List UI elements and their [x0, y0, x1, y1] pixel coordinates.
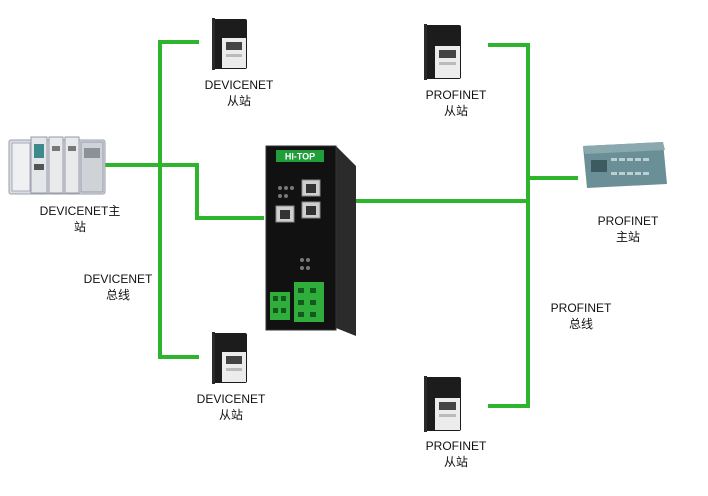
devicenet-bus-label-line1: DEVICENET [83, 272, 153, 286]
devicenet-slave-top-label-line1: DEVICENET [204, 78, 274, 92]
profinet-slave-bottom-label-line2: 从站 [443, 455, 468, 469]
profinet-slave-top-label: PROFINET 从站 [401, 87, 511, 119]
profinet-master-label-line1: PROFINET [597, 214, 659, 228]
profinet-master-label: PROFINET 主站 [573, 213, 683, 245]
profinet-slave-top-image [424, 24, 461, 80]
devicenet-bus-label-line2: 总线 [105, 288, 130, 302]
devicenet-slave-top-label-line2: 从站 [226, 94, 251, 108]
profinet-slave-top-label-line2: 从站 [443, 104, 468, 118]
gateway-brand-label: HI-TOP [285, 152, 315, 162]
profinet-slave-bottom-image [424, 376, 461, 432]
gateway-device-image: HI-TOP [265, 145, 356, 336]
profinet-master-plc-image [583, 142, 667, 188]
devicenet-master-label-line2: 站 [73, 220, 86, 234]
devicenet-bus-label: DEVICENET 总线 [72, 271, 164, 303]
profinet-slave-bottom-label: PROFINET 从站 [401, 438, 511, 470]
devicenet-slave-bottom-label: DEVICENET 从站 [176, 391, 286, 423]
devicenet-slave-top-image [212, 18, 247, 70]
devicenet-master-label: DEVICENET主 站 [22, 203, 138, 235]
devicenet-master-plc-image [8, 136, 106, 195]
profinet-bus-label-line1: PROFINET [550, 301, 612, 315]
profinet-master-label-line2: 主站 [615, 230, 640, 244]
gateway-devicenet-link [195, 163, 264, 220]
profinet-slave-top-label-line1: PROFINET [425, 88, 487, 102]
profinet-bus-label: PROFINET 总线 [526, 300, 636, 332]
devicenet-slave-bottom-label-line1: DEVICENET [196, 392, 266, 406]
devicenet-slave-top-label: DEVICENET 从站 [184, 77, 294, 109]
profinet-slave-bottom-label-line1: PROFINET [425, 439, 487, 453]
devicenet-slave-bottom-image [212, 332, 247, 384]
devicenet-slave-bottom-label-line2: 从站 [218, 408, 243, 422]
devicenet-master-label-line1: DEVICENET主 [39, 204, 121, 218]
profinet-bus-label-line2: 总线 [568, 317, 593, 331]
